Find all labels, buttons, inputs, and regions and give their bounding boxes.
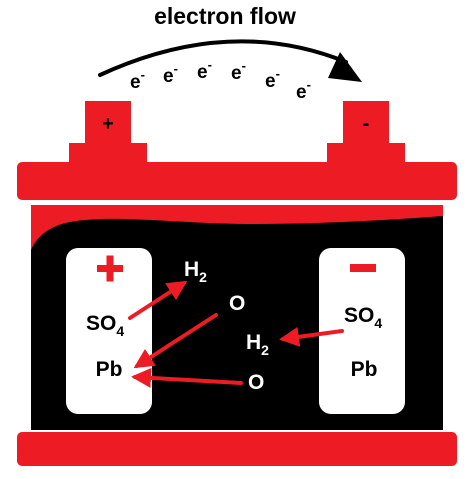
electron: e- — [163, 61, 178, 87]
o-top-label: O — [229, 292, 245, 315]
positive-plate-pb: Pb — [96, 358, 123, 381]
arrow-o-to-pb — [133, 313, 218, 369]
positive-terminal-sign: + — [102, 113, 114, 135]
h2-right-label: H2 — [246, 331, 269, 358]
reaction-arrows — [128, 280, 344, 388]
battery-base — [17, 432, 457, 466]
electron-flow-arrowhead — [328, 52, 362, 82]
negative-plate: SO4 Pb — [319, 248, 405, 414]
negative-plate-sign — [350, 264, 376, 272]
h2-left-label: H2 — [184, 258, 207, 285]
electron: e- — [265, 66, 280, 92]
electron: e- — [231, 58, 246, 84]
diagram-title: electron flow — [154, 3, 296, 29]
negative-plate-so4: SO4 — [344, 304, 382, 331]
positive-plate-so4: SO4 — [86, 312, 124, 339]
electron-list: e- e- e- e- e- e- — [130, 57, 311, 103]
battery-body-wave — [31, 205, 443, 250]
positive-plate: SO4 Pb — [66, 248, 152, 414]
negative-terminal: - — [327, 101, 405, 163]
battery-lid — [17, 162, 457, 200]
electron: e- — [130, 67, 145, 93]
electron: e- — [197, 57, 212, 83]
negative-terminal-sign: - — [363, 113, 370, 135]
electron-flow-arc — [98, 39, 348, 77]
arrow-o-to-pb-bottom — [131, 367, 243, 388]
electron: e- — [296, 77, 311, 103]
o-bottom-label: O — [248, 371, 264, 394]
positive-terminal: + — [69, 101, 147, 163]
arrow-so4-to-h2-right — [279, 326, 344, 347]
arrow-so4-to-h2 — [128, 280, 188, 320]
negative-plate-pb: Pb — [351, 358, 378, 381]
